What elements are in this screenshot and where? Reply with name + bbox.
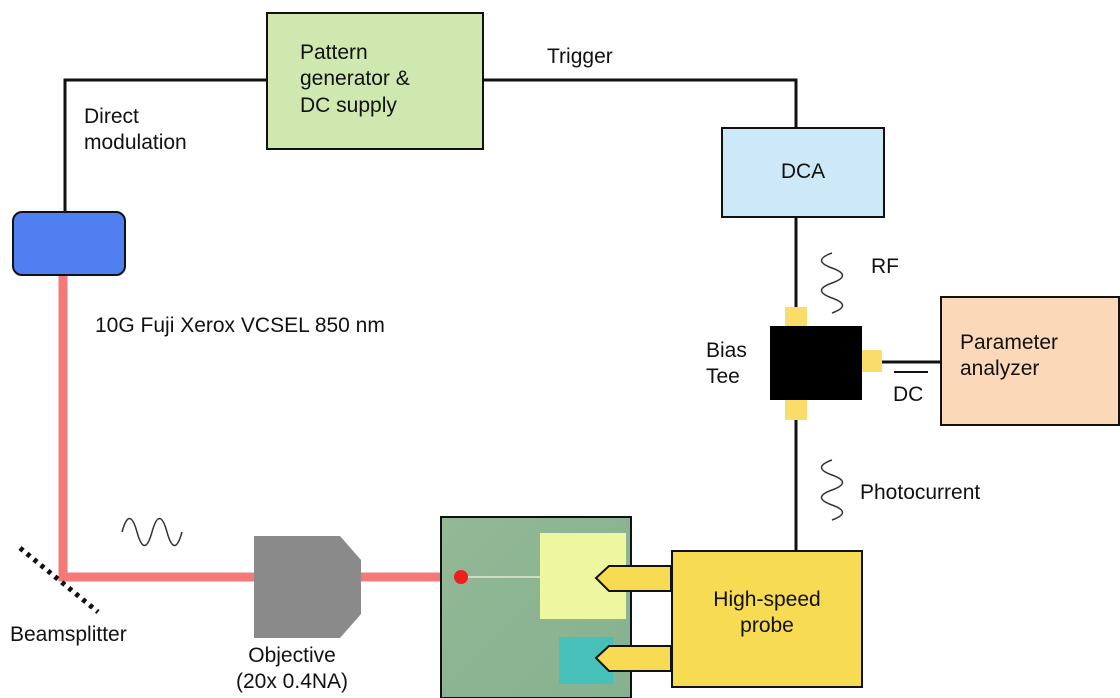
wave-icon-optical [122, 519, 182, 546]
wave-icon-rf [822, 253, 843, 313]
laser-spot [454, 570, 468, 584]
probe-tip-upper [596, 566, 671, 591]
parameter-analyzer-box: Parameter analyzer [940, 296, 1120, 426]
wire-trigger [484, 80, 796, 127]
photocurrent-label: Photocurrent [860, 480, 980, 506]
dc-label: DC [893, 382, 923, 408]
objective-label: Objective (20x 0.4NA) [236, 643, 348, 696]
high-speed-probe-box: High-speed probe [671, 550, 863, 688]
bias-tee-label: Bias Tee [706, 338, 747, 391]
probe-tip-lower [596, 646, 671, 671]
device-chip [441, 517, 631, 698]
vcsel-label: 10G Fuji Xerox VCSEL 850 nm [95, 313, 385, 339]
pattern-generator-box: Pattern generator & DC supply [266, 12, 484, 150]
direct-modulation-label: Direct modulation [84, 104, 187, 157]
wave-icon-photocurrent [822, 460, 843, 520]
bias-tee [770, 307, 882, 420]
beamsplitter-label: Beamsplitter [10, 622, 127, 648]
dca-box: DCA [721, 127, 885, 218]
objective-lens [254, 536, 361, 638]
trigger-label: Trigger [547, 44, 613, 70]
rf-label: RF [871, 254, 899, 280]
vcsel-device [13, 212, 125, 275]
